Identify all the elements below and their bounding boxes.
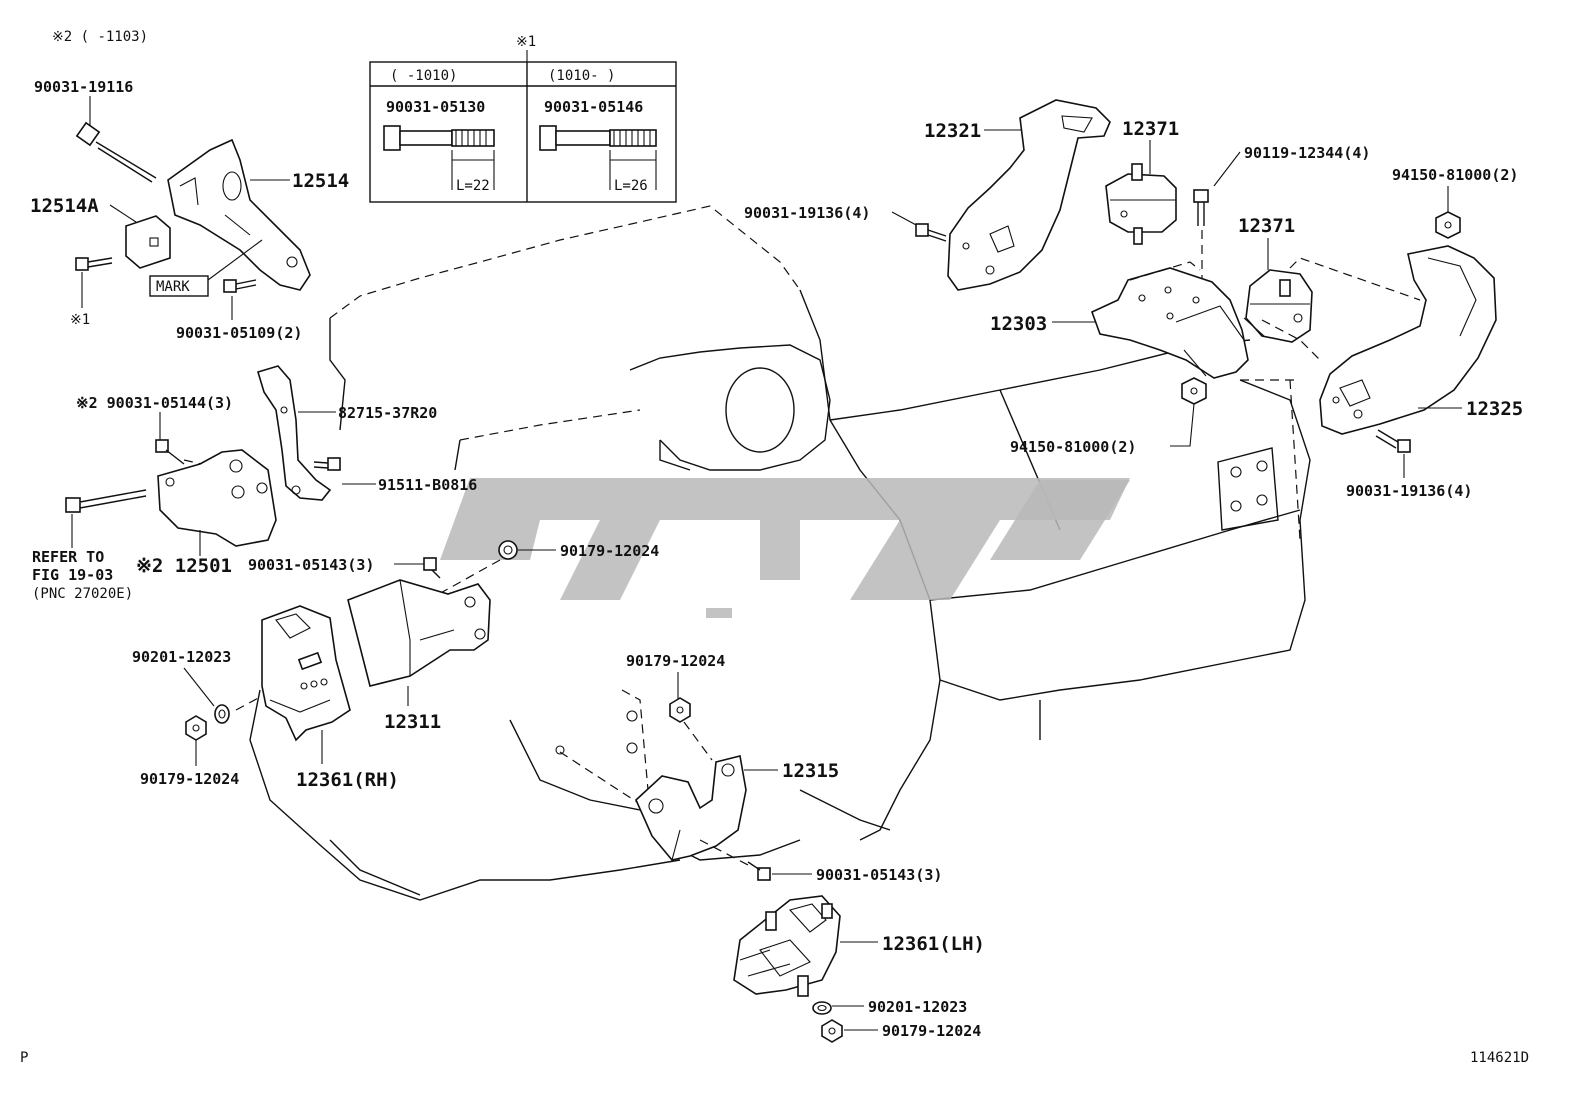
bracket-12514-icon [167,138,311,291]
part-group-12325: 94150-81000(2) 12325 90031-19136(4) [1319,166,1523,500]
label-12371b[interactable]: 12371 [1238,215,1295,237]
bolt-05144-icon [155,439,185,465]
label-90031-19116[interactable]: 90031-19116 [34,78,133,96]
bolt-90031-05146-icon [539,125,657,190]
label-note1-left: ※1 [70,312,90,328]
bolt-long-icon [75,121,157,183]
part-group-12514: 90031-19116 12514 12514A ※1 [30,78,349,342]
bolt-91511-icon [313,457,341,471]
nut-90179d-icon [821,1019,843,1043]
watermark-logo [440,478,1130,618]
part-group-12501: ※2 90031-05144(3) REFER TO FIG 19-03 (PN… [32,394,277,602]
label-82715[interactable]: 82715-37R20 [338,404,437,422]
label-12315[interactable]: 12315 [782,760,839,782]
bracket-12315-icon [635,755,747,861]
label-90179b[interactable]: 90179-12024 [140,770,239,788]
bolt-90119-icon [1193,189,1209,226]
mark-box [149,275,209,297]
bolt-05143a-icon [423,557,441,579]
bolt-refer-icon [65,489,147,513]
bracket-12321-icon [947,99,1111,291]
note-top: ※2 ( -1103) [52,29,148,45]
label-12371a[interactable]: 12371 [1122,118,1179,140]
label-12303[interactable]: 12303 [990,313,1047,335]
label-refer2: FIG 19-03 [32,566,113,584]
label-12311[interactable]: 12311 [384,711,441,733]
label-mark: MARK [156,279,190,295]
label-90201b[interactable]: 90201-12023 [868,998,967,1016]
inset-col1-length: L=22 [456,178,490,194]
nut-94150a-icon [1435,211,1461,239]
inset-col2-range: (1010- ) [548,68,615,84]
label-90201a[interactable]: 90201-12023 [132,648,231,666]
label-94150a[interactable]: 94150-81000(2) [1392,166,1518,184]
bolt-19136a-icon [915,223,947,242]
inset-col1-range: ( -1010) [390,68,457,84]
label-94150b[interactable]: 94150-81000(2) [1010,438,1136,456]
bolt-small-icon [75,257,113,271]
bolt-90031-05130-icon [383,125,495,190]
label-12325[interactable]: 12325 [1466,398,1523,420]
bracket-12325-icon [1319,245,1497,435]
crossmember-12303-icon [1090,261,1249,379]
washer-90201b-icon [812,1001,832,1015]
part-group-12311: 90031-05143(3) 90179-12024 12311 [132,540,659,791]
bolt-05109-icon [223,279,257,293]
label-90119[interactable]: 90119-12344(4) [1244,144,1370,162]
footer-left-code: P [20,1050,28,1066]
label-12501[interactable]: ※2 12501 [136,555,232,577]
bolt-05143b-icon [747,861,771,881]
inset-col2-part: 90031-05146 [544,98,643,116]
label-91511[interactable]: 91511-B0816 [378,476,477,494]
mount-12371b-icon [1243,269,1313,343]
label-90179d[interactable]: 90179-12024 [882,1022,981,1040]
nut-90179b-icon [185,715,207,741]
label-refer3: (PNC 27020E) [32,586,133,602]
inset-table: ※1 ( -1010) (1010- ) 90031-05130 90031-0… [369,34,677,203]
label-12361rh[interactable]: 12361(RH) [296,769,399,791]
inset-col2-length: L=26 [614,178,648,194]
bolt-19136b-icon [1375,429,1411,453]
part-group-12321: 12321 90031-19136(4) 12371 90119-12344(4… [744,99,1421,456]
label-90179c[interactable]: 90179-12024 [626,652,725,670]
spacer-12514A-icon [125,215,171,269]
inset-marker: ※1 [516,34,536,50]
inset-col1-part: 90031-05130 [386,98,485,116]
bracket-12311-icon [347,579,491,687]
bracket-82715-icon [257,365,332,501]
mount-12361lh-icon [733,895,841,997]
label-12514[interactable]: 12514 [292,170,349,192]
label-90031-05109[interactable]: 90031-05109(2) [176,324,302,342]
label-90031-05143b[interactable]: 90031-05143(3) [816,866,942,884]
label-90031-19136a[interactable]: 90031-19136(4) [744,204,870,222]
part-group-12315: 90179-12024 12315 90031-05143(3) [559,652,985,1043]
label-12361lh[interactable]: 12361(LH) [882,933,985,955]
nut-90179a-icon [498,540,518,560]
bracket-12501-icon [157,449,277,547]
part-group-82715: 82715-37R20 91511-B0816 [257,365,477,501]
nut-90179c-icon [669,697,691,723]
label-12321[interactable]: 12321 [924,120,981,142]
label-90179a[interactable]: 90179-12024 [560,542,659,560]
label-90031-05144[interactable]: ※2 90031-05144(3) [76,394,233,412]
washer-90201a-icon [214,704,230,724]
figure-id: 114621D [1470,1050,1529,1066]
mount-12361rh-icon [261,605,351,742]
label-90031-05143a[interactable]: 90031-05143(3) [248,556,374,574]
nut-94150b-icon [1181,377,1207,405]
label-12514A[interactable]: 12514A [30,195,99,217]
label-90031-19136b[interactable]: 90031-19136(4) [1346,482,1472,500]
mount-12371a-icon [1105,163,1177,245]
label-refer1: REFER TO [32,548,104,566]
